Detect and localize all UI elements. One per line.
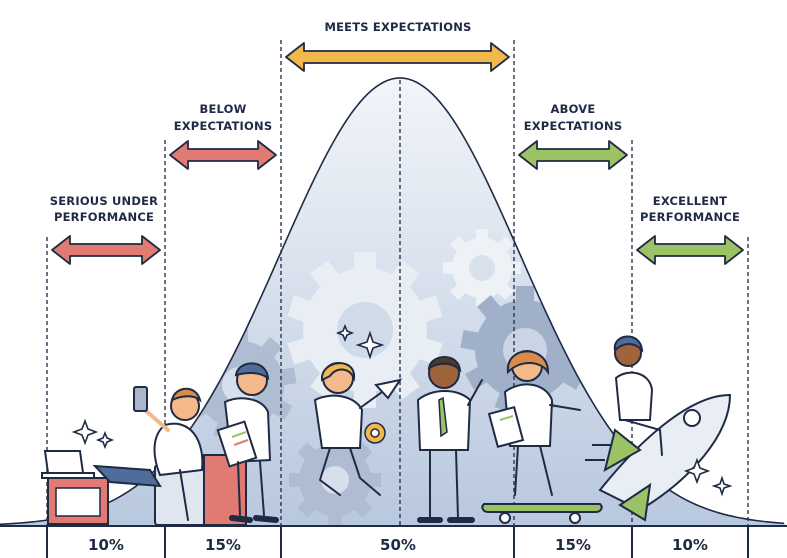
clipboard-icon: [487, 405, 525, 449]
percent-meets: 50%: [380, 536, 416, 554]
arrow-above: [518, 140, 628, 170]
percent-below: 15%: [205, 536, 241, 554]
person-throwing-paper-plane: [313, 323, 403, 496]
desk: [47, 477, 109, 525]
arrow-excellent: [636, 235, 744, 265]
person-lounging-with-phone: [92, 386, 206, 526]
range-arrows: [51, 42, 744, 265]
arrow-serious: [51, 235, 161, 265]
sparkle-icon: [71, 418, 115, 450]
person-holding-clipboard: [203, 362, 279, 526]
label-meets: MEETS EXPECTATIONS: [324, 20, 471, 34]
gear-icon: [364, 422, 386, 444]
arrow-below: [169, 140, 277, 170]
sparkle-icon: [335, 323, 385, 360]
laptop-icon: [41, 450, 95, 479]
label-serious-1: SERIOUS UNDER: [50, 194, 159, 208]
label-serious-2: PERFORMANCE: [54, 210, 154, 224]
baseline-ticks: [46, 526, 749, 558]
label-below-2: EXPECTATIONS: [174, 119, 273, 133]
person-riding-rocket: [585, 335, 733, 522]
percent-above: 15%: [555, 536, 591, 554]
label-below-1: BELOW: [200, 102, 247, 116]
person-on-skateboard: [481, 350, 603, 524]
label-above-1: ABOVE: [551, 102, 596, 116]
person-standing-with-tie: [416, 356, 483, 523]
rocket-icon: [585, 393, 732, 522]
sparkle-icon: [683, 457, 733, 497]
label-excellent-1: EXCELLENT: [653, 194, 727, 208]
clipboard-icon: [216, 420, 258, 468]
category-labels: SERIOUS UNDER PERFORMANCE BELOW EXPECTAT…: [50, 20, 740, 224]
phone-icon: [133, 386, 148, 412]
people-illustration: [41, 323, 733, 526]
percent-serious: 10%: [88, 536, 124, 554]
label-excellent-2: PERFORMANCE: [640, 210, 740, 224]
label-above-2: EXPECTATIONS: [524, 119, 623, 133]
percent-excellent: 10%: [672, 536, 708, 554]
paper-plane-icon: [374, 378, 403, 400]
skateboard-icon: [481, 503, 603, 524]
arrow-meets: [285, 42, 510, 72]
gear-icon: [443, 229, 521, 307]
percentages: 10% 15% 50% 15% 10%: [88, 536, 708, 554]
